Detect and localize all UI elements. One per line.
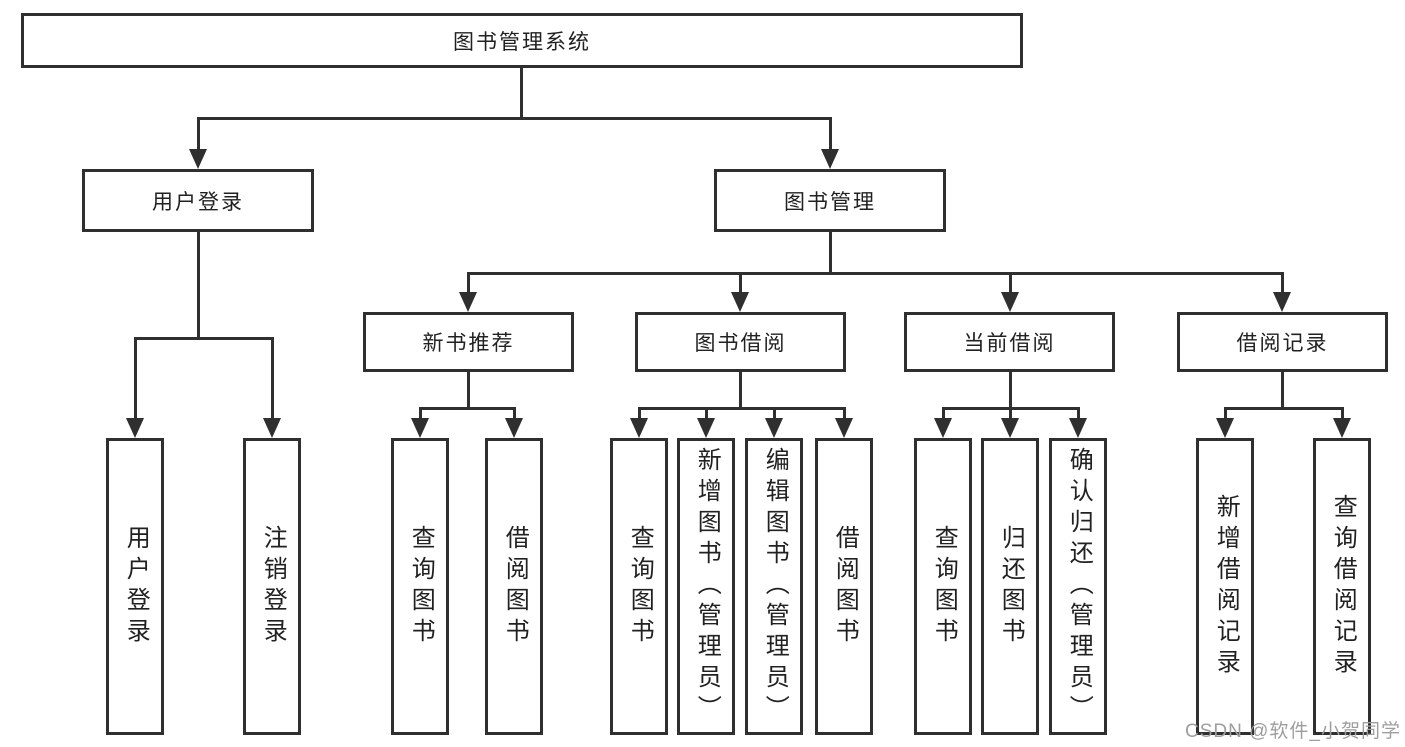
connector-borrowing-records-stem xyxy=(1281,372,1284,407)
connector-drop-book-borrowing xyxy=(739,272,742,294)
arrow-down-icon xyxy=(835,418,853,438)
node-book-management: 图书管理 xyxy=(714,169,946,232)
connector-book-borrowing-stem xyxy=(739,372,742,407)
connector-drop-current-borrowing xyxy=(1009,272,1012,294)
arrow-down-icon xyxy=(411,418,429,438)
arrow-down-icon xyxy=(1001,292,1019,312)
node-confirm-return-admin: 确认归还（管理员） xyxy=(1049,438,1107,735)
connector-leaf-drop xyxy=(843,407,846,422)
arrow-down-icon xyxy=(1069,418,1087,438)
arrow-down-icon xyxy=(126,418,144,438)
node-query-books-recommend: 查询图书 xyxy=(391,438,449,735)
node-query-books-current: 查询图书 xyxy=(914,438,972,735)
arrow-down-icon xyxy=(765,418,783,438)
arrow-down-icon xyxy=(821,149,839,169)
node-current-borrowing: 当前借阅 xyxy=(904,312,1115,372)
connector-current-borrowing-stem xyxy=(1009,372,1012,407)
connector-leaf-drop xyxy=(513,407,516,422)
node-edit-book-admin: 编辑图书（管理员） xyxy=(745,438,803,735)
connector-leaf-drop xyxy=(638,407,641,422)
arrow-down-icon xyxy=(934,418,952,438)
arrow-down-icon xyxy=(1273,292,1291,312)
connector-drop-new-book xyxy=(467,272,470,294)
connector-leaf-drop xyxy=(705,407,708,422)
connector-new-book-stem xyxy=(467,372,470,407)
arrow-down-icon xyxy=(1001,418,1019,438)
arrow-down-icon xyxy=(697,418,715,438)
connector-book-borrowing-branch xyxy=(638,407,845,410)
node-query-borrow-record: 查询借阅记录 xyxy=(1313,438,1371,735)
node-user-login-leaf: 用户登录 xyxy=(106,438,164,735)
connector-leaf-drop xyxy=(773,407,776,422)
node-book-borrowing: 图书借阅 xyxy=(635,312,846,372)
connector-user-login-stem xyxy=(197,232,200,337)
node-library-system: 图书管理系统 xyxy=(21,13,1023,68)
connector-root-stem xyxy=(520,68,523,117)
node-user-login: 用户登录 xyxy=(82,169,314,232)
connector-level2-branch xyxy=(197,117,831,120)
connector-leaf-drop xyxy=(419,407,422,422)
connector-drop-login-leaf xyxy=(134,337,137,420)
node-borrowing-records: 借阅记录 xyxy=(1177,312,1388,372)
arrow-down-icon xyxy=(263,418,281,438)
arrow-down-icon xyxy=(630,418,648,438)
connector-drop-user-login xyxy=(197,117,200,152)
connector-drop-book-management xyxy=(829,117,832,152)
connector-leaf-drop xyxy=(1077,407,1080,422)
node-new-book-recommend: 新书推荐 xyxy=(363,312,574,372)
connector-borrowing-records-branch xyxy=(1224,407,1343,410)
arrow-down-icon xyxy=(1333,418,1351,438)
node-borrow-books-recommend: 借阅图书 xyxy=(485,438,543,735)
node-query-books-borrowing: 查询图书 xyxy=(610,438,668,735)
node-add-borrow-record: 新增借阅记录 xyxy=(1196,438,1254,735)
connector-user-login-branch xyxy=(134,337,273,340)
arrow-down-icon xyxy=(505,418,523,438)
connector-level3-branch xyxy=(467,272,1284,275)
connector-book-management-stem xyxy=(829,232,832,272)
connector-leaf-drop xyxy=(942,407,945,422)
node-logout: 注销登录 xyxy=(243,438,301,735)
node-add-book-admin: 新增图书（管理员） xyxy=(677,438,735,735)
connector-drop-borrowing-records xyxy=(1281,272,1284,294)
connector-leaf-drop xyxy=(1341,407,1344,422)
watermark: CSDN @软件_小贺同学 xyxy=(1185,721,1401,742)
arrow-down-icon xyxy=(459,292,477,312)
arrow-down-icon xyxy=(731,292,749,312)
connector-drop-logout-leaf xyxy=(271,337,274,420)
connector-leaf-drop xyxy=(1009,407,1012,422)
connector-leaf-drop xyxy=(1224,407,1227,422)
node-borrow-books: 借阅图书 xyxy=(815,438,873,735)
arrow-down-icon xyxy=(1216,418,1234,438)
connector-new-book-branch xyxy=(419,407,515,410)
arrow-down-icon xyxy=(189,149,207,169)
node-return-books: 归还图书 xyxy=(981,438,1039,735)
